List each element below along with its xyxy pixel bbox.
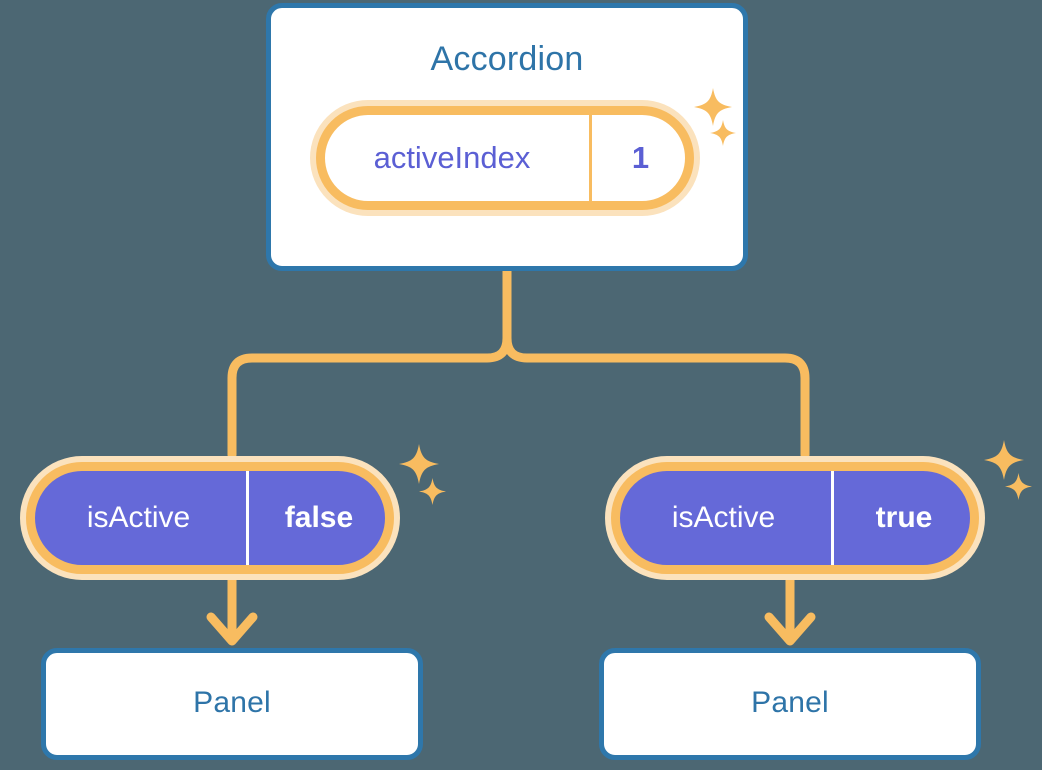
sparkle-small-icon xyxy=(710,120,736,146)
connector-root-to-left xyxy=(227,266,512,460)
state-pill-isactive-left[interactable]: isActive false xyxy=(20,456,400,580)
panel-card-right[interactable]: Panel xyxy=(599,648,981,760)
sparkle-small-icon xyxy=(419,478,446,505)
state-value-activeindex: 1 xyxy=(589,111,689,205)
state-key-isactive-right: isActive xyxy=(671,501,776,534)
state-pill-inner: activeIndex 1 xyxy=(321,111,689,205)
sparkle-large-icon xyxy=(399,444,439,484)
arrowhead-right-icon xyxy=(764,612,816,646)
state-key-activeindex: activeIndex xyxy=(373,140,531,175)
connector-root-to-right xyxy=(502,266,810,460)
sparkle-small-icon xyxy=(1005,473,1032,500)
panel-title-right: Panel xyxy=(751,686,829,719)
state-key-isactive-left: isActive xyxy=(86,501,191,534)
state-pill-inner: isActive true xyxy=(616,467,974,569)
state-value-isactive-right: true xyxy=(831,467,974,569)
arrowhead-left-icon xyxy=(206,612,258,646)
panel-card-left[interactable]: Panel xyxy=(41,648,423,760)
state-value-isactive-left: false xyxy=(246,467,389,569)
sparkle-large-icon xyxy=(694,88,732,126)
state-pill-inner: isActive false xyxy=(31,467,389,569)
state-pill-isactive-right[interactable]: isActive true xyxy=(605,456,985,580)
state-pill-activeindex[interactable]: activeIndex 1 xyxy=(310,100,700,216)
panel-title-left: Panel xyxy=(193,686,271,719)
sparkle-large-icon xyxy=(984,440,1024,480)
accordion-title: Accordion xyxy=(430,40,584,78)
